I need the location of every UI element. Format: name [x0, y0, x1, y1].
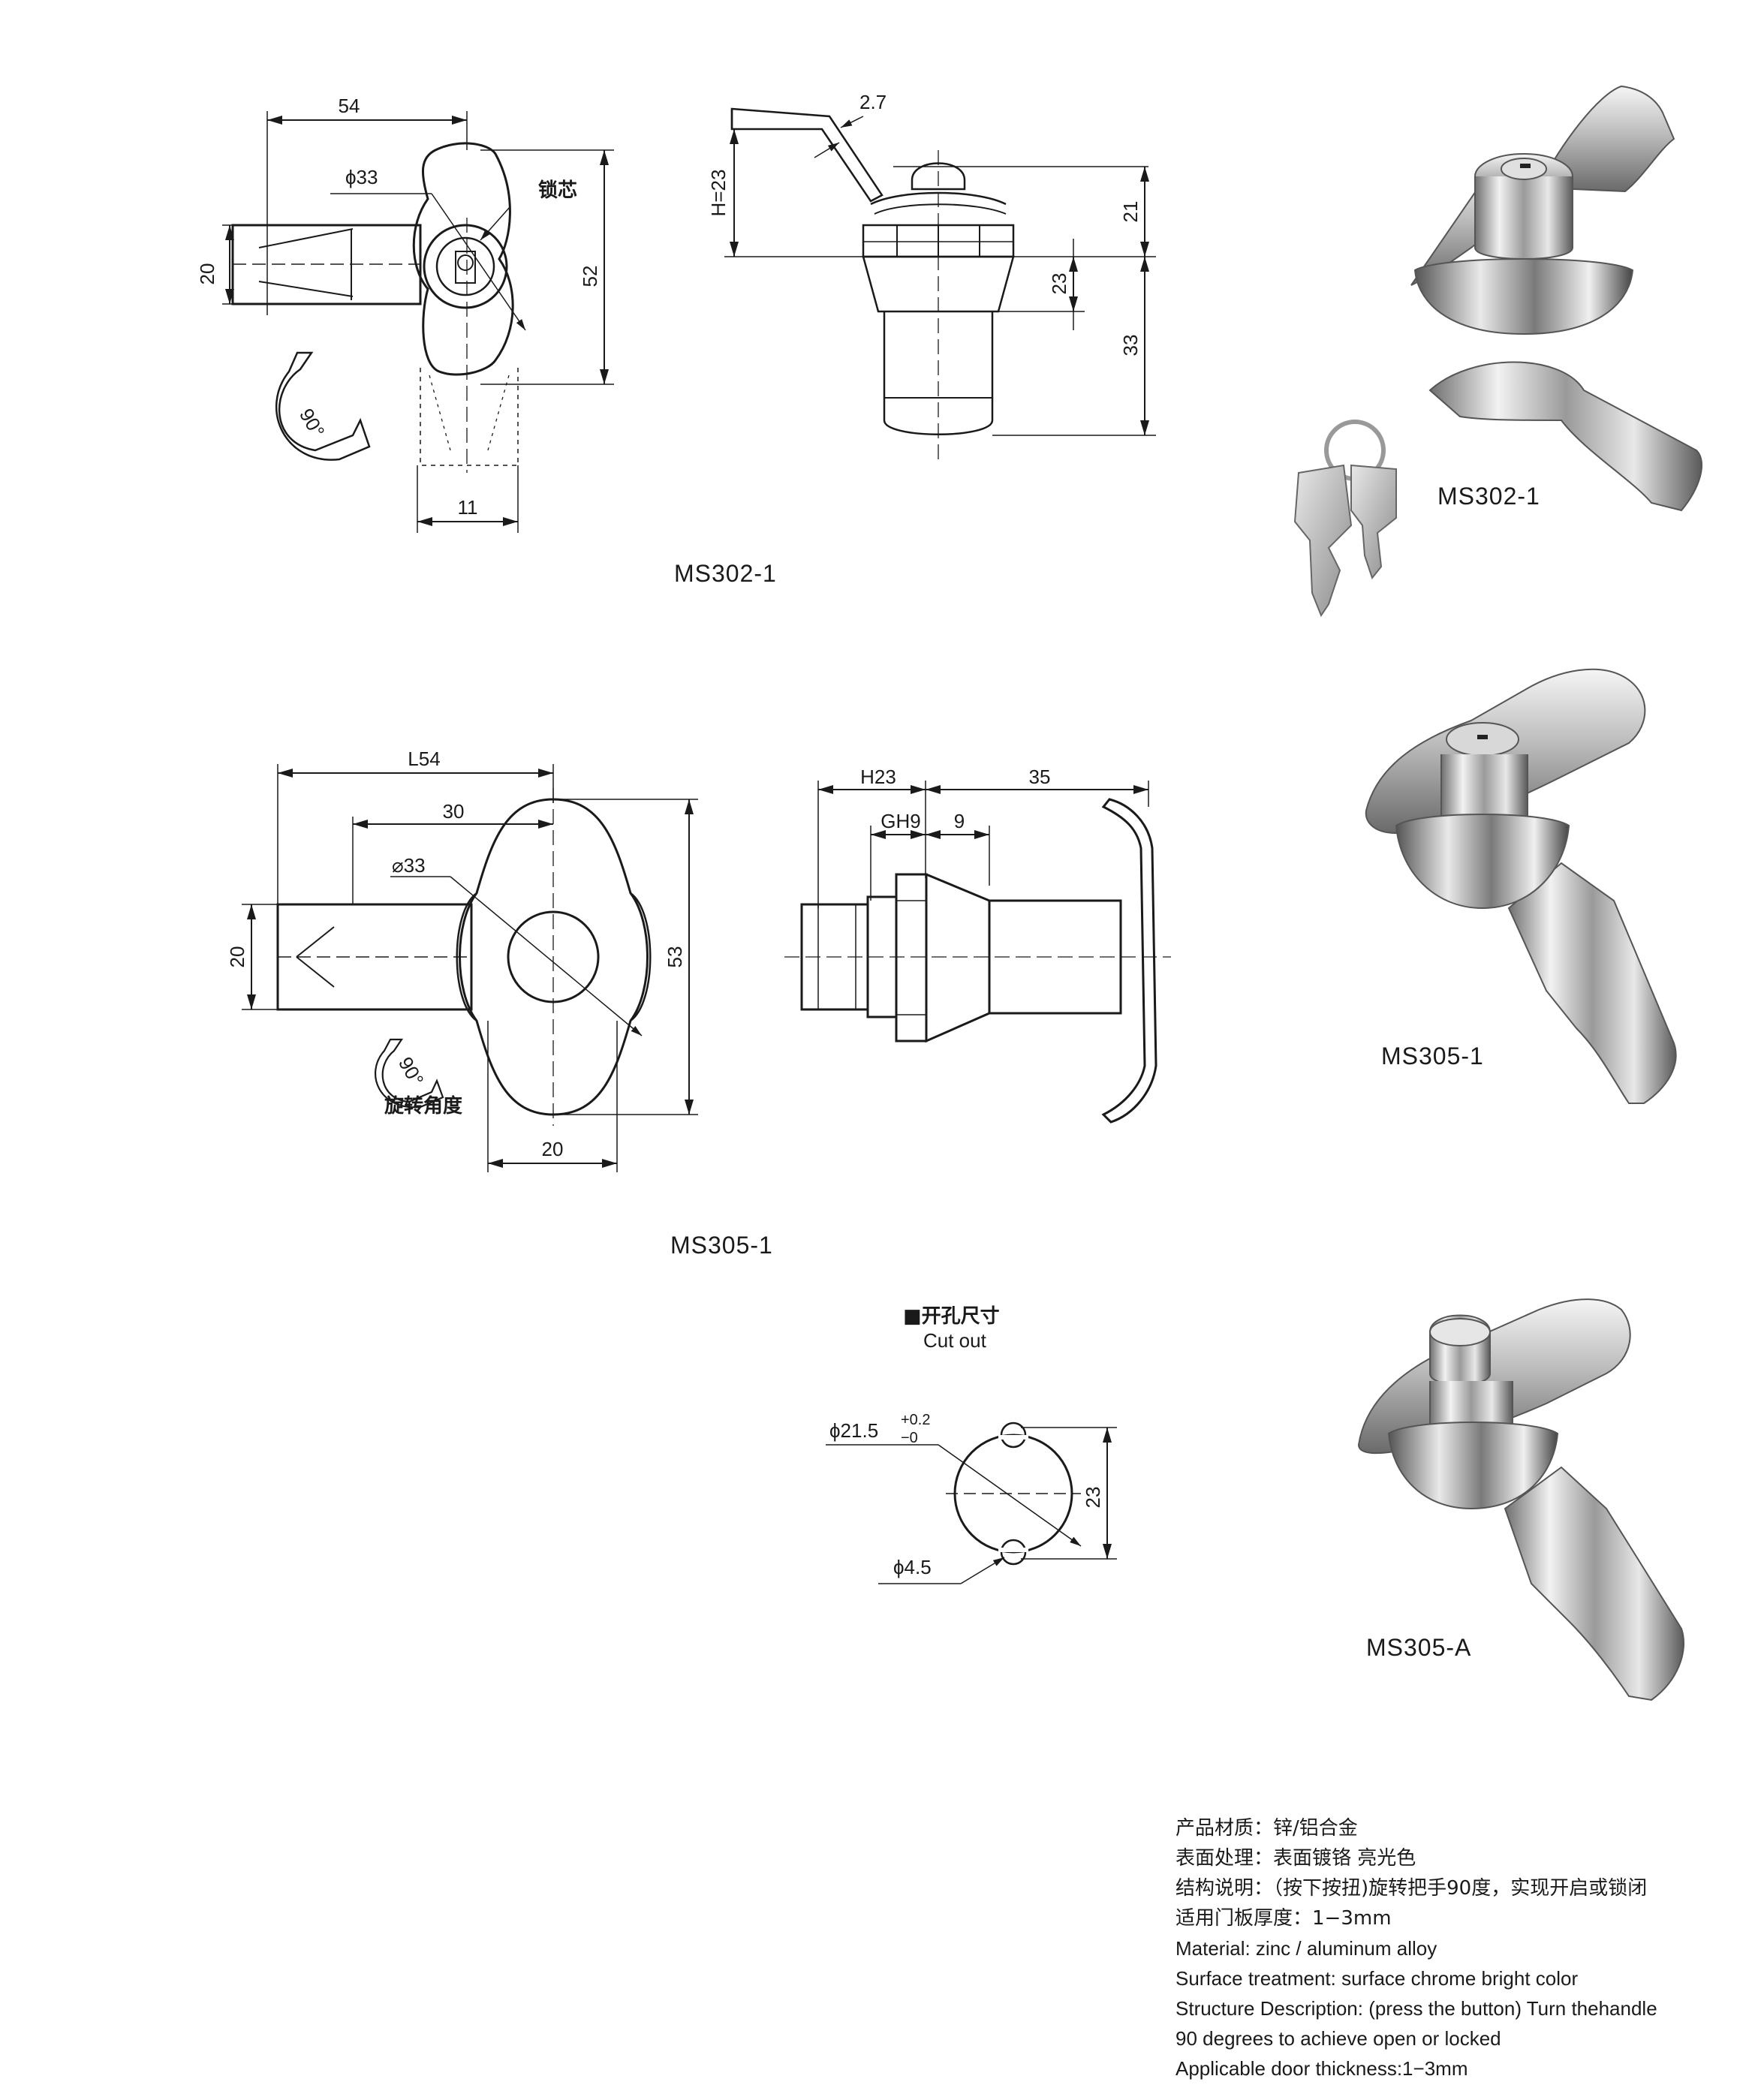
ms305-dim-20-bottom: 20: [542, 1138, 564, 1160]
ms302-rot-90: 90°: [295, 405, 330, 441]
ms305-dim-20-left: 20: [226, 946, 248, 968]
cutout-drawing: [826, 1422, 1117, 1584]
spec-cn-material: 产品材质：锌/铝合金: [1175, 1817, 1358, 1840]
ms305-dim-53: 53: [664, 946, 686, 968]
spec-block: 产品材质：锌/铝合金 表面处理：表面镀铬 亮光色 结构说明：（按下按扭)旋转把手…: [1175, 1813, 1761, 2083]
ms302-dim-dia33: ϕ33: [345, 166, 378, 188]
product-label-ms302-1: MS302-1: [1437, 483, 1540, 510]
product-label-ms305-1: MS305-1: [1381, 1042, 1484, 1070]
ms302-side-dim-h23: H=23: [707, 170, 730, 217]
ms302-dim-52: 52: [579, 266, 601, 287]
ms302-dim-54: 54: [339, 95, 360, 117]
ms302-front-view: [222, 111, 614, 533]
product-label-ms305-a: MS305-A: [1366, 1634, 1471, 1661]
spec-en-thickness: Applicable door thickness:1−3mm: [1175, 2057, 1468, 2080]
ms302-side-dim-33: 33: [1119, 335, 1142, 357]
ms305-front-view: [242, 764, 698, 1172]
product-photo-ms305-a: [1357, 1298, 1685, 1701]
ms305-drawing-label: MS305-1: [670, 1232, 773, 1259]
ms302-side-dim-21: 21: [1119, 201, 1142, 223]
product-photo-ms305-1: [1365, 668, 1677, 1104]
ms305-side-dim-35: 35: [1029, 766, 1051, 788]
cutout-title-en: Cut out: [923, 1329, 987, 1352]
ms305-side-dim-h23: H23: [860, 766, 896, 788]
cutout-title-cn: ■开孔尺寸: [903, 1305, 1000, 1328]
ms305-dim-30: 30: [443, 800, 465, 823]
ms305-dim-l54: L54: [408, 748, 440, 770]
ms302-dim-20: 20: [196, 263, 218, 285]
spec-en-structure-cont: 90 degrees to achieve open or locked: [1175, 2027, 1501, 2050]
ms305-rot-label: 旋转角度: [384, 1094, 462, 1118]
spec-en-surface: Surface treatment: surface chrome bright…: [1175, 1967, 1579, 1990]
ms302-side-dim-2-7: 2.7: [859, 91, 887, 113]
ms302-side-dim-23: 23: [1048, 273, 1070, 295]
ms305-side-dim-9: 9: [954, 810, 965, 832]
cutout-tol-minus: −0: [901, 1430, 918, 1446]
cutout-dim-notch: ϕ4.5: [893, 1556, 932, 1578]
ms305-rot-90: 90°: [394, 1053, 429, 1090]
ms305-side-dim-gh9: GH9: [880, 810, 920, 832]
cutout-tol-plus: +0.2: [901, 1412, 930, 1428]
ms302-dim-11: 11: [458, 496, 478, 519]
spec-en-material: Material: zinc / aluminum alloy: [1175, 1937, 1437, 1960]
spec-cn-thickness: 适用门板厚度：1−3mm: [1175, 1907, 1392, 1930]
ms302-core-label: 锁芯: [538, 179, 577, 202]
ms302-drawing-label: MS302-1: [674, 560, 777, 587]
spec-cn-surface: 表面处理：表面镀铬 亮光色: [1175, 1847, 1416, 1870]
keys-icon: [1293, 420, 1397, 618]
ms305-dim-dia33: ⌀33: [392, 854, 426, 877]
spec-cn-structure: 结构说明：（按下按扭)旋转把手90度，实现开启或锁闭: [1175, 1877, 1648, 1900]
ms305-side-view: [784, 781, 1171, 1124]
spec-en-structure: Structure Description: (press the button…: [1175, 1997, 1657, 2020]
ms302-side-view: [724, 107, 1156, 465]
product-photo-ms302-1: [1293, 85, 1703, 618]
cutout-dim-dia: ϕ21.5: [829, 1419, 878, 1442]
cutout-dim-23: 23: [1082, 1487, 1104, 1509]
